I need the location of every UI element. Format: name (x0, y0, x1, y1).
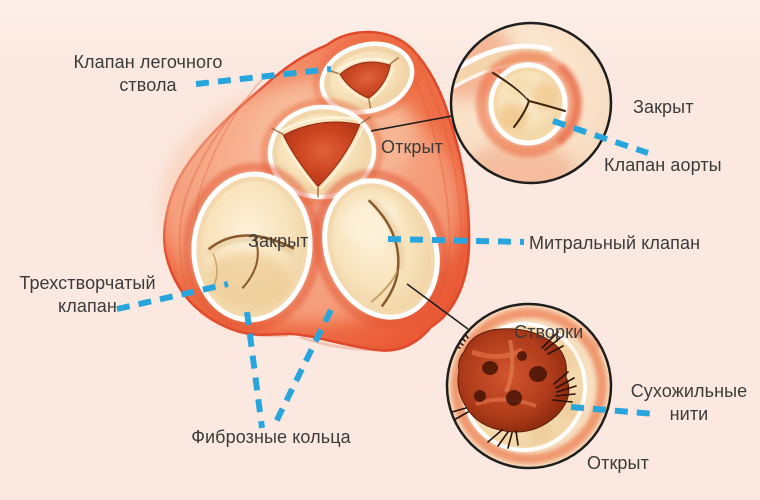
orifice-recesses (474, 351, 547, 406)
leader-tricuspid-valve (116, 281, 229, 312)
inset2-border (445, 302, 613, 470)
label-tendinous-line1: Сухожильные (630, 381, 748, 401)
label-mitral-valve: Митральный клапан (529, 233, 701, 253)
connector-open-aortic-to-inset (370, 115, 453, 132)
connector-mitral-to-inset (406, 283, 469, 330)
label-closed-tricuspid: Закрыт (248, 231, 309, 251)
leader-mitral-valve (387, 236, 525, 245)
label-tendinous-line2: нити (669, 404, 709, 424)
heart-texture (178, 47, 464, 352)
tricuspid-valve-closed (182, 162, 322, 332)
leader-lines (116, 66, 656, 430)
inset1-border (449, 21, 613, 185)
leader-pulmonary-valve (195, 66, 332, 87)
label-open-top: Открыт (381, 137, 443, 157)
leader-fibrous-ring-left (244, 311, 265, 429)
label-open-bottom: Открыт (587, 453, 649, 473)
inset-aortic-closed (449, 21, 613, 185)
leader-aortic-valve (552, 118, 649, 156)
label-closed-inset: Закрыт (633, 97, 694, 117)
inset-mitral-open (445, 302, 613, 470)
connector-lines (370, 115, 469, 330)
label-tricuspid-line2: клапан (58, 296, 117, 316)
label-tricuspid-line1: Трехстворчатый (19, 273, 156, 293)
label-pulmonary-line1: Клапан легочного (73, 52, 223, 72)
label-tricuspid-valve: Трехстворчатый клапан (5, 272, 170, 318)
pulmonary-valve-open (312, 35, 422, 121)
heart-cross-section (160, 30, 471, 352)
label-fibrous-rings: Фиброзные кольца (191, 427, 351, 447)
mitral-valve-closed (313, 169, 449, 329)
label-pulmonary-valve: Клапан легочного ствола (58, 51, 238, 97)
label-pulmonary-line2: ствола (119, 75, 177, 95)
aortic-cusp-seams (492, 70, 566, 128)
label-aortic-valve: Клапан аорты (604, 155, 722, 175)
label-cusps: Створки (514, 322, 584, 342)
leader-tendinous-cords (570, 404, 656, 417)
label-tendinous-cords: Сухожильные нити (616, 380, 760, 426)
